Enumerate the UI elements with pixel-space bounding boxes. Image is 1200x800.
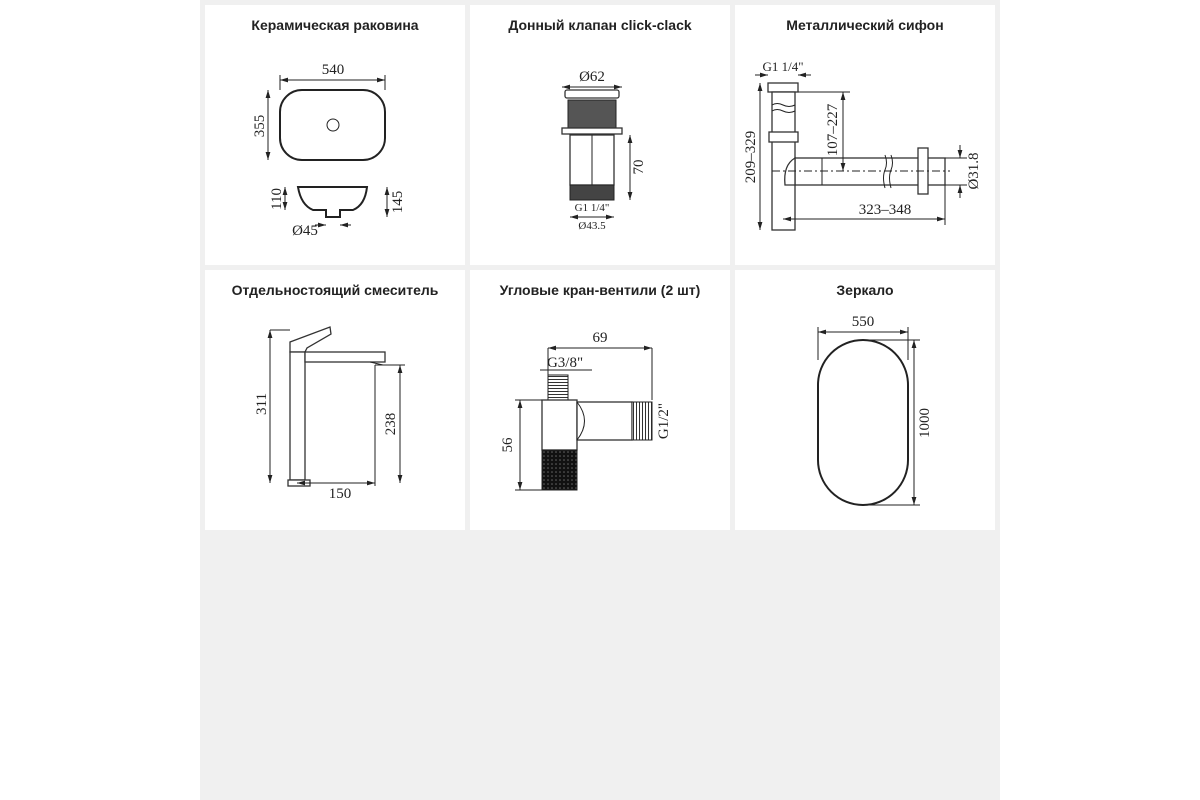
cell-title: Зеркало bbox=[836, 282, 893, 298]
spec-panel: Керамическая раковина 540 355 110 145 Ø4… bbox=[200, 0, 1000, 800]
dim-width: 540 bbox=[322, 62, 345, 78]
valve-drawing: Угловые кран-вентили (2 шт) 69 G3/8" 56 … bbox=[500, 282, 701, 491]
dim-body-diameter: Ø43.5 bbox=[578, 220, 606, 232]
dim-length: 69 bbox=[593, 330, 608, 346]
dim-thread: G1 1/4" bbox=[575, 202, 610, 214]
dim-height: 70 bbox=[631, 160, 647, 175]
basin-drawing: Керамическая раковина 540 355 110 145 Ø4… bbox=[251, 17, 418, 239]
dim-total-height: 311 bbox=[254, 393, 270, 415]
dim-depth: 355 bbox=[252, 115, 268, 138]
dim-thread: G1 1/4" bbox=[762, 59, 803, 74]
mixer-drawing: Отдельностоящий смеситель 311 238 150 bbox=[232, 282, 439, 502]
cell-title: Отдельностоящий смеситель bbox=[232, 282, 439, 298]
basin-side-view bbox=[296, 186, 369, 218]
dim-pipe-length: 323–348 bbox=[859, 202, 912, 218]
siphon-drawing: Металлический сифон G1 1/4" 107–227 209–… bbox=[743, 17, 982, 231]
cell-metal-siphon: Металлический сифон G1 1/4" 107–227 209–… bbox=[735, 5, 995, 265]
cell-title: Металлический сифон bbox=[786, 17, 943, 33]
cell-angle-valves: Угловые кран-вентили (2 шт) 69 G3/8" 56 … bbox=[470, 270, 730, 530]
dim-spout-reach: 150 bbox=[329, 486, 352, 502]
dim-inlet-thread: G3/8" bbox=[547, 355, 583, 371]
cell-ceramic-basin: Керамическая раковина 540 355 110 145 Ø4… bbox=[205, 5, 465, 265]
basin-top-view bbox=[279, 89, 386, 161]
cell-title: Керамическая раковина bbox=[251, 17, 418, 33]
mirror-outline bbox=[817, 339, 909, 506]
dim-bowl-height: 110 bbox=[269, 188, 285, 210]
dim-pipe-diameter: Ø31.8 bbox=[966, 152, 982, 189]
cell-click-clack-drain: Донный клапан click-clack Ø62 70 G1 1/4"… bbox=[470, 5, 730, 265]
dim-spout-height: 238 bbox=[383, 413, 399, 436]
mirror-drawing: Зеркало 550 1000 bbox=[817, 282, 933, 506]
dim-height: 1000 bbox=[917, 408, 933, 438]
cell-freestanding-mixer: Отдельностоящий смеситель 311 238 150 bbox=[205, 270, 465, 530]
dim-total-height: 145 bbox=[390, 191, 406, 214]
mixer-lever bbox=[289, 326, 332, 353]
drain-drawing: Донный клапан click-clack Ø62 70 G1 1/4"… bbox=[508, 17, 692, 232]
dim-cap-diameter: Ø62 bbox=[579, 69, 605, 85]
dim-outlet-thread: G1/2" bbox=[656, 403, 672, 439]
dim-drop-height: 107–227 bbox=[825, 103, 841, 156]
dim-width: 550 bbox=[852, 314, 875, 330]
dim-drain-diameter: Ø45 bbox=[292, 223, 318, 239]
drain-hole bbox=[326, 118, 340, 132]
cell-title: Угловые кран-вентили (2 шт) bbox=[500, 282, 701, 298]
cell-title: Донный клапан click-clack bbox=[508, 17, 692, 33]
dim-height: 56 bbox=[500, 437, 516, 453]
cell-mirror: Зеркало 550 1000 bbox=[735, 270, 995, 530]
dim-total-height: 209–329 bbox=[743, 131, 759, 184]
